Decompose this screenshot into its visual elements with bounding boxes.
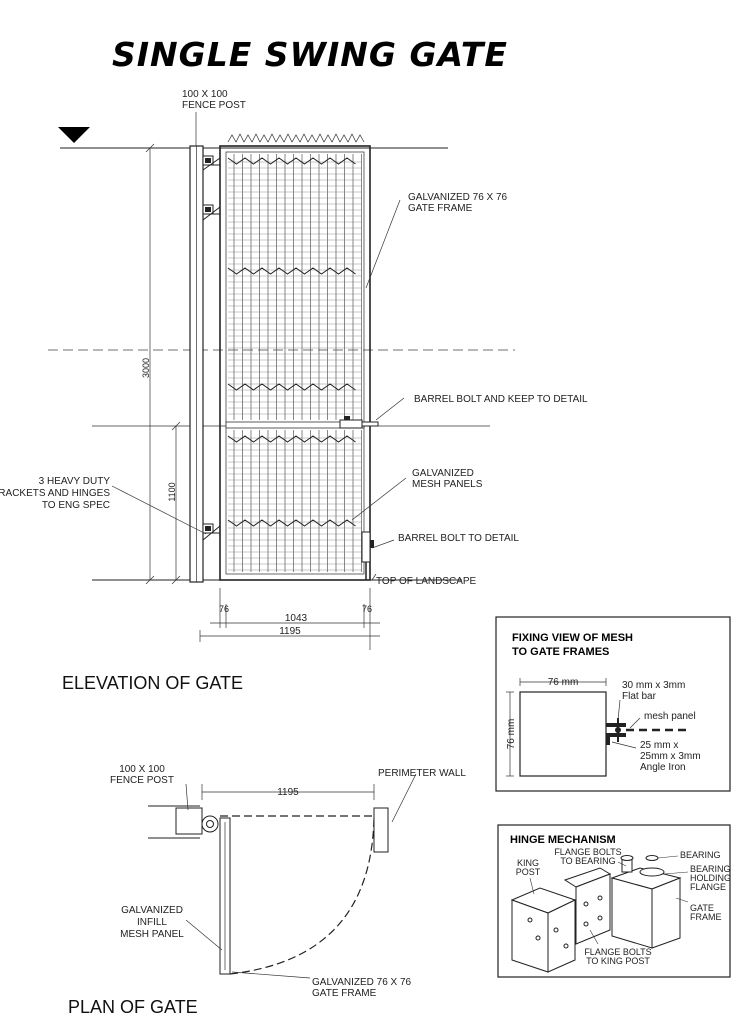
drop-bolt xyxy=(361,531,374,580)
dim-frame-right: 76 xyxy=(362,604,372,614)
label-top-landscape: TOP OF LANDSCAPE xyxy=(376,576,477,587)
label-barrel-bolt: BARREL BOLT TO DETAIL xyxy=(398,533,519,544)
hinge-brackets xyxy=(202,155,221,541)
frame-section xyxy=(519,691,607,777)
plan-heading: PLAN OF GATE xyxy=(68,997,198,1017)
king-post-icon xyxy=(510,887,577,973)
hinge-mechanism-detail: HINGE MECHANISM xyxy=(497,824,731,978)
gate-frame xyxy=(219,145,371,581)
mesh-panels xyxy=(227,154,362,572)
fixing-dim-height: 76 mm xyxy=(506,719,517,750)
label-barrel-bolt-keep: BARREL BOLT AND KEEP TO DETAIL xyxy=(414,394,588,405)
plan-dim-width: 1195 xyxy=(277,787,299,798)
bearing-icon xyxy=(620,855,665,877)
fixing-dim-width: 76 mm xyxy=(548,677,579,688)
barrel-bolt-keep xyxy=(339,416,379,429)
label-bearing: BEARING xyxy=(680,850,721,860)
dim-overall-width: 1195 xyxy=(279,626,301,637)
dim-height-total: 3000 xyxy=(141,358,151,378)
plan-fence-post xyxy=(175,807,203,835)
hinge-title: HINGE MECHANISM xyxy=(510,834,616,846)
plan-label-perimeter-wall: PERIMETER WALL xyxy=(378,768,466,779)
perimeter-wall xyxy=(373,807,389,853)
flat-bar xyxy=(606,723,626,727)
swing-arc xyxy=(229,815,375,975)
dim-height-lower: 1100 xyxy=(167,482,177,501)
level-marker-icon xyxy=(58,127,90,143)
anti-climb-spikes xyxy=(227,133,365,143)
label-mesh-panel: mesh panel xyxy=(644,711,696,722)
dim-frame-left: 76 xyxy=(219,604,229,614)
dim-clear-width: 1043 xyxy=(285,613,308,624)
gate-frame-post-icon xyxy=(610,867,682,949)
flange-plate-icon xyxy=(563,867,612,945)
elevation-heading: ELEVATION OF GATE xyxy=(62,673,243,693)
angle-iron xyxy=(606,733,626,745)
drawing-title: SINGLE SWING GATE xyxy=(112,35,508,74)
